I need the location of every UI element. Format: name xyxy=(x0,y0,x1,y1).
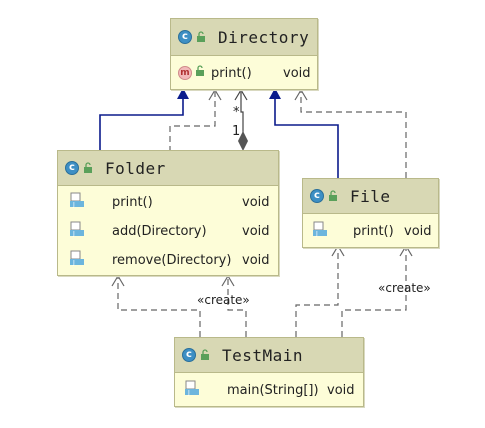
svg-text:J: J xyxy=(72,202,75,209)
method-return-type: void xyxy=(242,252,270,268)
folder-class[interactable]: c Folder J print() void J add(Directory)… xyxy=(57,150,279,276)
method-name: print() xyxy=(211,65,252,81)
unlock-icon xyxy=(200,346,210,365)
class-icon: c xyxy=(65,161,79,175)
svg-text:J: J xyxy=(72,231,75,238)
java-file-icon: J xyxy=(70,221,84,241)
java-file-icon: J xyxy=(70,250,84,270)
unlock-icon xyxy=(195,65,205,81)
testmain-method-row[interactable]: J main(String[]) void xyxy=(175,379,363,401)
unlock-icon xyxy=(83,159,93,178)
directory-header: c Directory xyxy=(171,19,317,56)
method-return-type: void xyxy=(404,223,432,239)
create-folder-label: «create» xyxy=(197,293,250,307)
method-name: print() xyxy=(112,194,153,210)
testmain-uses-file-edge xyxy=(295,248,339,337)
file-method-row[interactable]: J print() void xyxy=(303,220,438,242)
method-name: main(String[]) xyxy=(227,382,319,398)
composition-edge xyxy=(240,92,244,136)
testmain-header: c TestMain xyxy=(175,338,363,373)
folder-depends-directory-edge xyxy=(169,92,216,152)
directory-class[interactable]: c Directory m print() void xyxy=(170,18,318,90)
unlock-icon xyxy=(196,28,206,47)
folder-method-row[interactable]: J remove(Directory) void xyxy=(58,249,278,271)
file-class-name: File xyxy=(350,186,391,206)
multiplicity-many-label: * xyxy=(233,105,240,120)
unlock-icon xyxy=(328,187,338,206)
folder-inheritance-arrowhead xyxy=(177,88,189,99)
file-inheritance-arrowhead xyxy=(269,88,281,99)
method-name: add(Directory) xyxy=(112,223,207,239)
directory-method-row[interactable]: m print() void xyxy=(171,63,317,83)
method-return-type: void xyxy=(242,223,270,239)
directory-class-name: Directory xyxy=(218,27,310,47)
multiplicity-one-label: 1 xyxy=(232,124,241,139)
runnable-class-icon: c xyxy=(182,348,196,362)
method-name: remove(Directory) xyxy=(112,252,232,268)
file-dependency-arrowhead xyxy=(294,88,308,101)
method-name: print() xyxy=(353,223,394,239)
class-icon: c xyxy=(310,189,324,203)
testmain-folder-arrowhead xyxy=(111,274,125,287)
method-return-type: void xyxy=(283,65,311,81)
method-icon: m xyxy=(178,66,192,80)
composition-arrowhead xyxy=(234,88,248,101)
svg-text:J: J xyxy=(72,260,75,267)
file-extends-directory-edge xyxy=(274,90,339,178)
testmain-class[interactable]: c TestMain J main(String[]) void xyxy=(174,337,364,407)
folder-class-name: Folder xyxy=(105,158,166,178)
class-icon: c xyxy=(178,30,192,44)
method-return-type: void xyxy=(242,194,270,210)
java-file-icon: J xyxy=(313,221,327,241)
testmain-create-folder-arrowhead xyxy=(221,274,235,287)
svg-text:J: J xyxy=(315,231,318,238)
file-class[interactable]: c File J print() void xyxy=(302,178,439,248)
folder-dependency-arrowhead xyxy=(208,88,222,101)
file-header: c File xyxy=(303,179,438,214)
composition-diamond xyxy=(238,131,248,151)
svg-text:J: J xyxy=(187,390,190,397)
testmain-class-name: TestMain xyxy=(222,345,304,365)
file-depends-directory-edge xyxy=(300,92,407,178)
testmain-creates-folder-edge xyxy=(227,278,247,337)
testmain-uses-folder-edge xyxy=(117,278,201,337)
testmain-creates-file-edge xyxy=(341,248,407,337)
folder-method-row[interactable]: J print() void xyxy=(58,191,278,213)
create-file-label: «create» xyxy=(378,281,431,295)
folder-extends-directory-edge xyxy=(99,90,184,152)
java-file-icon: J xyxy=(185,380,199,400)
method-return-type: void xyxy=(327,382,355,398)
java-file-icon: J xyxy=(70,192,84,212)
folder-method-row[interactable]: J add(Directory) void xyxy=(58,220,278,242)
folder-header: c Folder xyxy=(58,151,278,186)
